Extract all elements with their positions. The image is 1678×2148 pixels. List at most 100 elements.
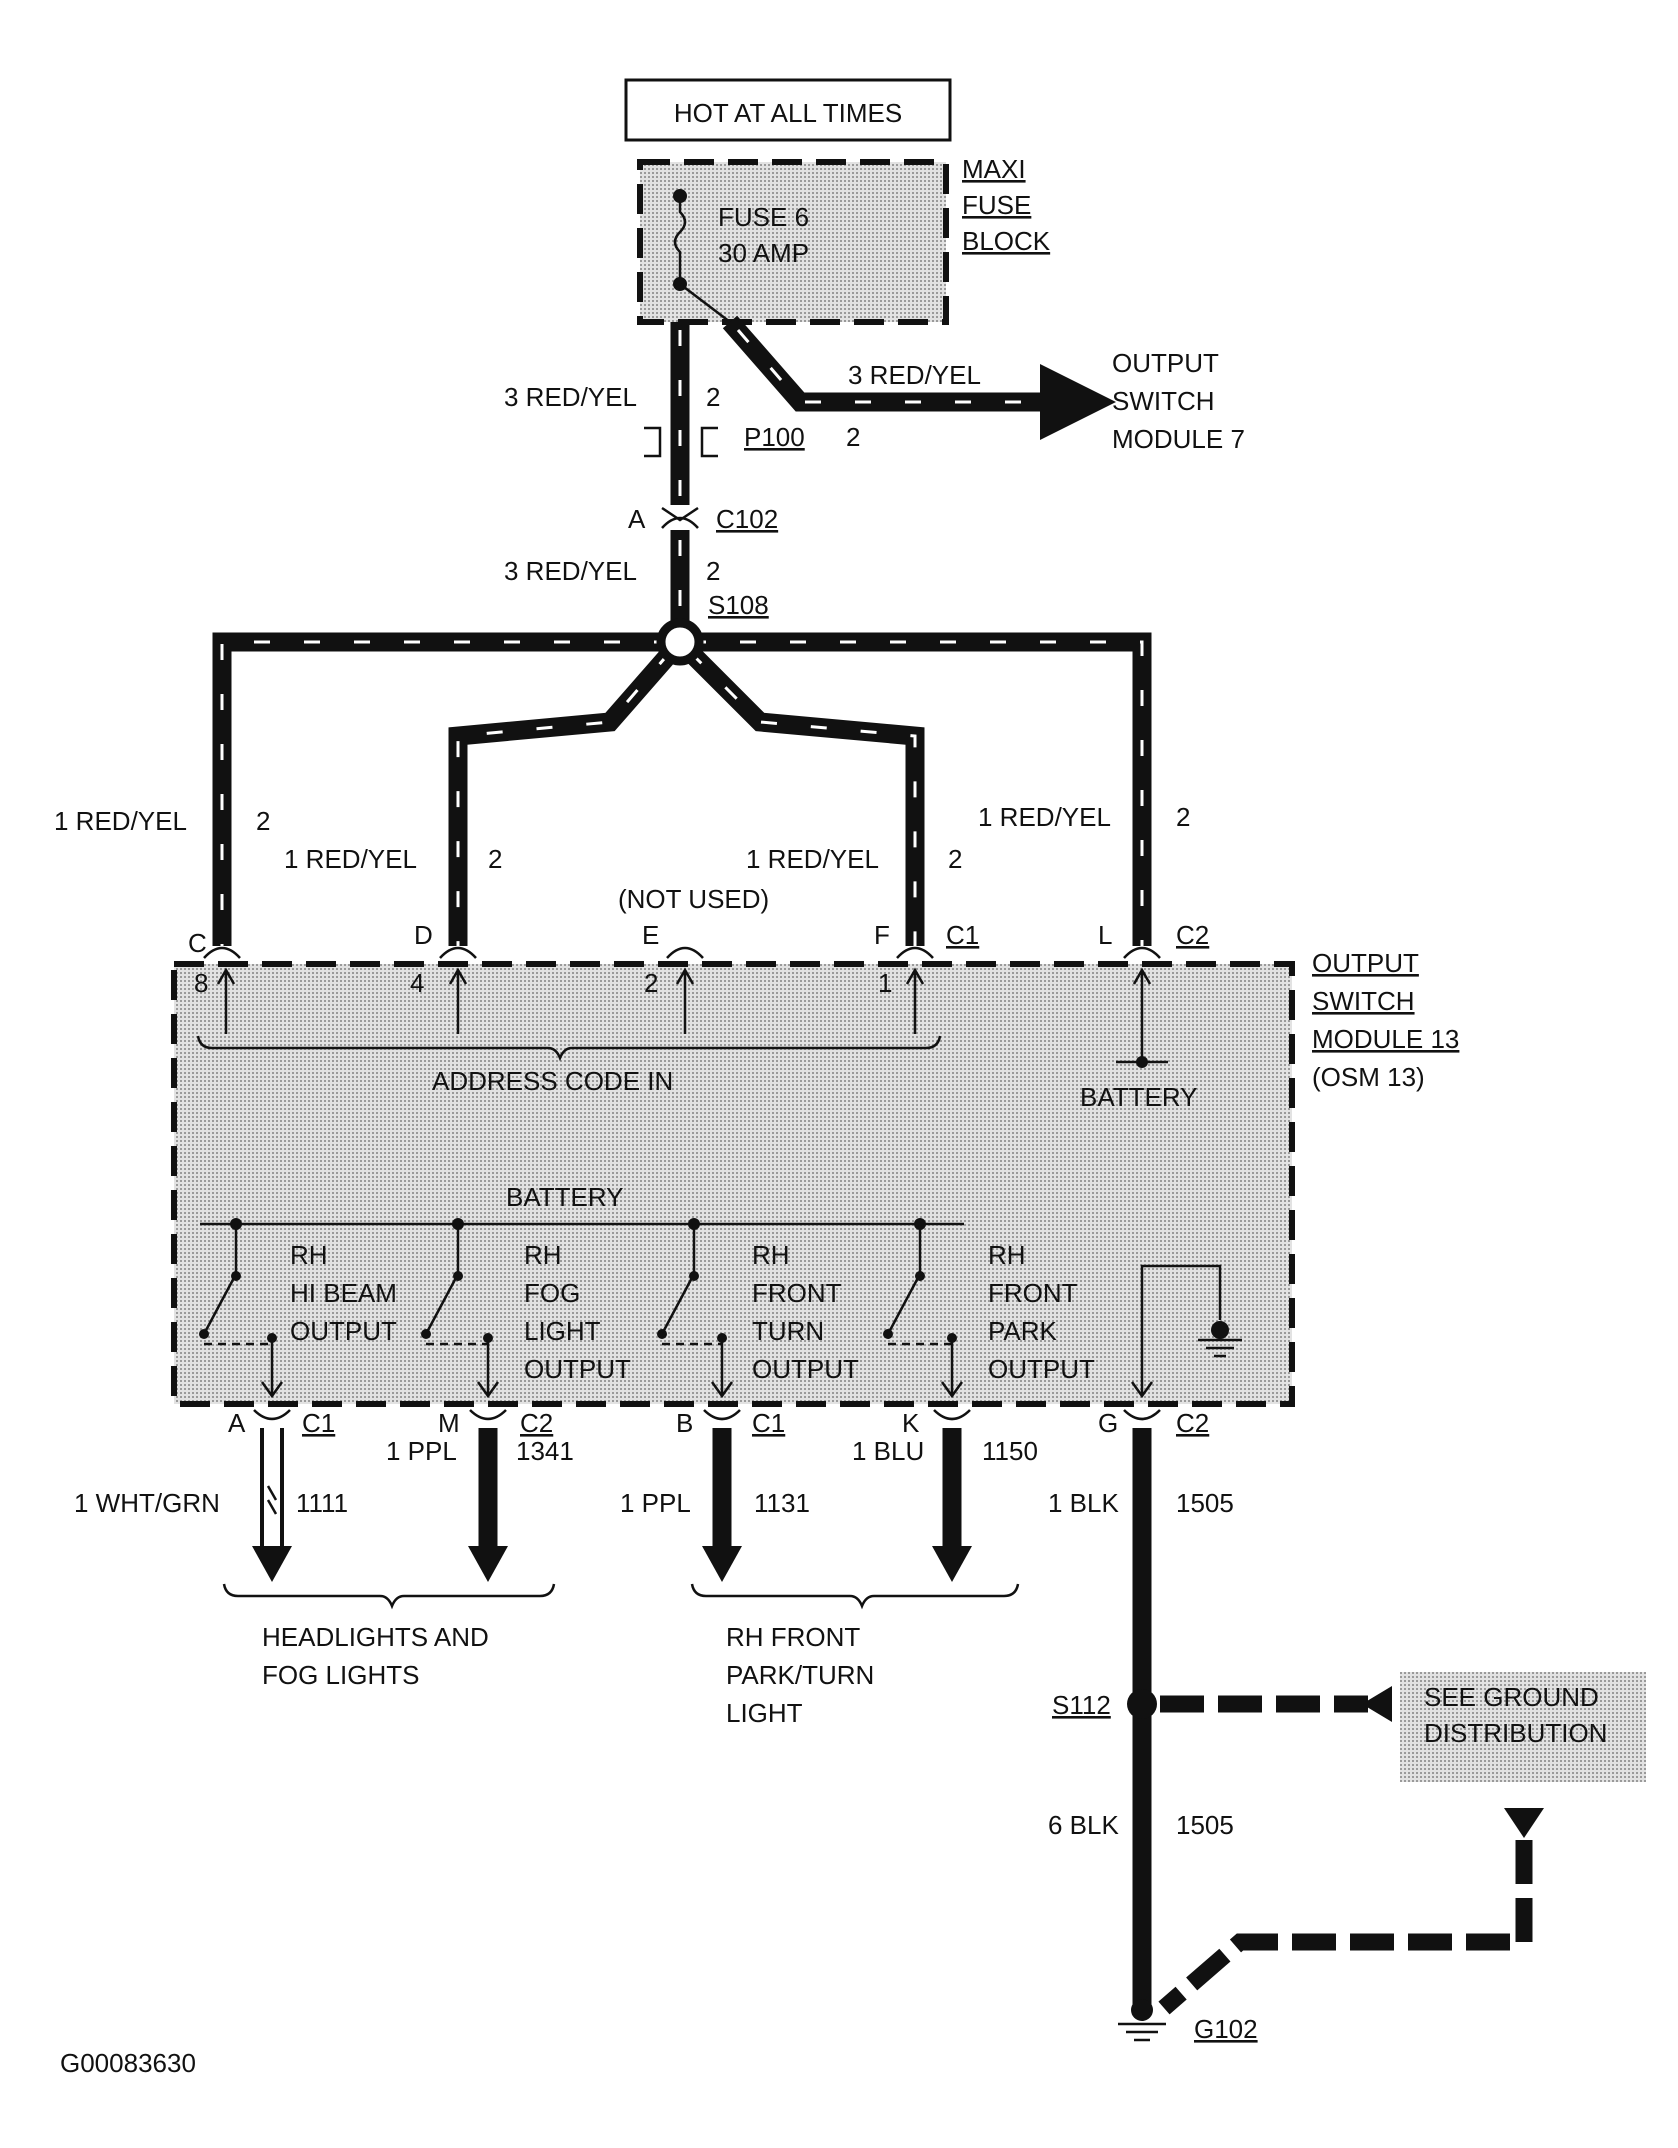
power-source-box: HOT AT ALL TIMES — [624, 78, 952, 142]
pin-l: L — [1098, 920, 1112, 950]
group-1-line-2: FOG LIGHTS — [262, 1660, 419, 1690]
conn-g-bottom: C2 — [1176, 1408, 1209, 1438]
fuse-symbol — [673, 196, 687, 284]
output-4-line-4: OUTPUT — [988, 1354, 1095, 1384]
output-2-line-2: FOG — [524, 1278, 580, 1308]
feed-wire-label: 3 RED/YEL — [504, 382, 637, 412]
module-name-2: SWITCH — [1312, 986, 1415, 1016]
branch-wire-label: 3 RED/YEL — [848, 360, 981, 390]
figure-id: G00083630 — [60, 2048, 196, 2078]
ground-ref-line-1: SEE GROUND — [1424, 1682, 1599, 1712]
c102-label: C102 — [716, 504, 778, 534]
branch-d-label: 1 RED/YEL — [284, 844, 417, 874]
feed-wires — [644, 283, 1116, 636]
output-1-line-3: OUTPUT — [290, 1316, 397, 1346]
address-pin-1: 1 — [878, 968, 892, 998]
fuse-block-name-3: BLOCK — [962, 226, 1051, 256]
conn-m-bottom: C2 — [520, 1408, 553, 1438]
pin-f: F — [874, 920, 890, 950]
wire-k-label: 1 BLU — [852, 1436, 924, 1466]
branch-target-1: OUTPUT — [1112, 348, 1219, 378]
c102-pin: A — [628, 504, 646, 534]
feed-wire2-label: 3 RED/YEL — [504, 556, 637, 586]
output-4-line-3: PARK — [988, 1316, 1058, 1346]
output-4-line-2: FRONT — [988, 1278, 1078, 1308]
maxi-fuse-block: FUSE 6 30 AMP MAXI FUSE BLOCK — [637, 154, 1051, 325]
pin-k-bottom: K — [902, 1408, 920, 1438]
pin-c: C — [188, 928, 207, 958]
conn-b-bottom: C1 — [752, 1408, 785, 1438]
feed-wire2-num: 2 — [706, 556, 720, 586]
wire-g-label: 1 BLK — [1048, 1488, 1119, 1518]
branch-c-num: 2 — [256, 806, 270, 836]
group-2-line-1: RH FRONT — [726, 1622, 860, 1652]
p100-num: 2 — [846, 422, 860, 452]
output-3-line-2: FRONT — [752, 1278, 842, 1308]
wire-b-circuit: 1131 — [754, 1488, 810, 1518]
fuse-label: FUSE 6 — [718, 202, 809, 232]
output-2-line-4: OUTPUT — [524, 1354, 631, 1384]
branch-d-num: 2 — [488, 844, 502, 874]
power-source-label: HOT AT ALL TIMES — [674, 98, 902, 128]
wire-b-label: 1 PPL — [620, 1488, 691, 1518]
p100-label: P100 — [744, 422, 805, 452]
battery-right-label: BATTERY — [1080, 1082, 1198, 1112]
group-2-line-3: LIGHT — [726, 1698, 803, 1728]
wire-k-circuit: 1150 — [982, 1436, 1038, 1466]
group-1-line-1: HEADLIGHTS AND — [262, 1622, 489, 1652]
branch-target-2: SWITCH — [1112, 386, 1215, 416]
output-4-line-1: RH — [988, 1240, 1026, 1270]
battery-bus-label: BATTERY — [506, 1182, 624, 1212]
branch-f-num: 2 — [948, 844, 962, 874]
address-pin-2: 2 — [644, 968, 658, 998]
output-wires — [222, 1428, 1020, 1610]
branch-l-label: 1 RED/YEL — [978, 802, 1111, 832]
top-connectors — [203, 946, 1161, 959]
conn-a-bottom: C1 — [302, 1408, 335, 1438]
wire-g-circuit: 1505 — [1176, 1488, 1234, 1518]
pin-g-bottom: G — [1098, 1408, 1118, 1438]
pin-m-bottom: M — [438, 1408, 460, 1438]
address-code-label: ADDRESS CODE IN — [432, 1066, 673, 1096]
fuse-block-name-1: MAXI — [962, 154, 1026, 184]
pin-e: E — [642, 920, 659, 950]
ground-ref-line-2: DISTRIBUTION — [1424, 1718, 1607, 1748]
s112-label: S112 — [1052, 1690, 1111, 1720]
wire-m-circuit: 1341 — [516, 1436, 574, 1466]
address-pin-4: 4 — [410, 968, 424, 998]
output-2-line-3: LIGHT — [524, 1316, 601, 1346]
branch-c-label: 1 RED/YEL — [54, 806, 187, 836]
wire-a-circuit: 1111 — [296, 1488, 348, 1518]
s108-branches — [212, 618, 1152, 946]
output-switch-module — [171, 961, 1295, 1407]
ground-distribution-ref — [1400, 1672, 1646, 1782]
fuse-block-name-2: FUSE — [962, 190, 1031, 220]
address-pin-8: 8 — [194, 968, 208, 998]
group-2-line-2: PARK/TURN — [726, 1660, 874, 1690]
output-3-line-3: TURN — [752, 1316, 824, 1346]
output-3-line-1: RH — [752, 1240, 790, 1270]
ground-path — [1118, 1428, 1646, 2042]
pin-b-bottom: B — [676, 1408, 693, 1438]
s108-label: S108 — [708, 590, 769, 620]
module-abbrev: (OSM 13) — [1312, 1062, 1425, 1092]
feed-wire-num: 2 — [706, 382, 720, 412]
g102-label: G102 — [1194, 2014, 1258, 2044]
lower-wire-label: 6 BLK — [1048, 1810, 1119, 1840]
pin-a-bottom: A — [228, 1408, 246, 1438]
wire-a-label: 1 WHT/GRN — [74, 1488, 220, 1518]
pin-d: D — [414, 920, 433, 950]
module-name-3: MODULE 13 — [1312, 1024, 1459, 1054]
bottom-connectors — [253, 1409, 1161, 1421]
branch-target-3: MODULE 7 — [1112, 424, 1245, 454]
branch-l-num: 2 — [1176, 802, 1190, 832]
branch-f-label: 1 RED/YEL — [746, 844, 879, 874]
output-3-line-4: OUTPUT — [752, 1354, 859, 1384]
module-name-1: OUTPUT — [1312, 948, 1419, 978]
output-2-line-1: RH — [524, 1240, 562, 1270]
connector-c1-top: C1 — [946, 920, 979, 950]
connector-c2-top: C2 — [1176, 920, 1209, 950]
wire-m-label: 1 PPL — [386, 1436, 457, 1466]
branch-e-label: (NOT USED) — [618, 884, 769, 914]
